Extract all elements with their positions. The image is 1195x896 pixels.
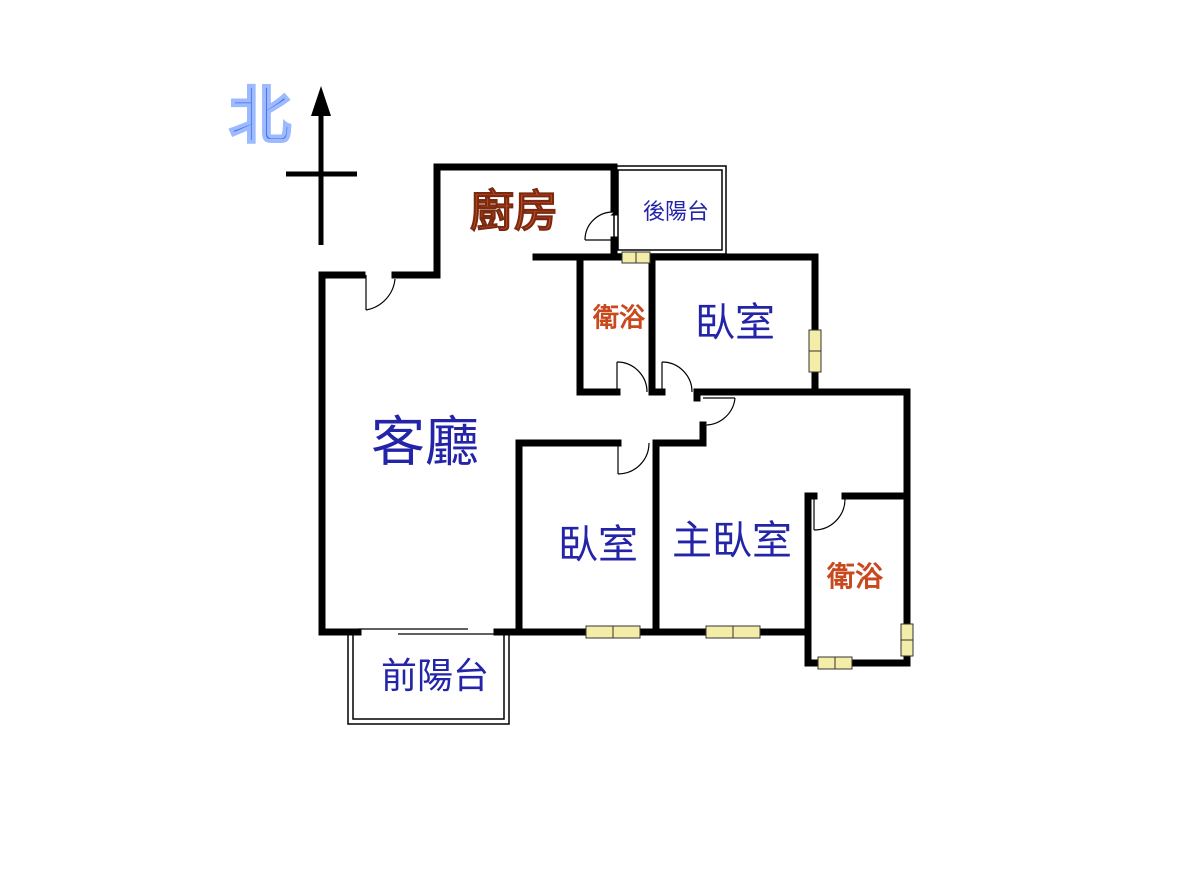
window-bath-2-side (900, 623, 914, 657)
living-entry-door (365, 275, 396, 311)
window-rear-balcony (621, 251, 651, 264)
window-bedroom-2 (585, 625, 641, 639)
master-bedroom-door (703, 397, 736, 426)
window-bedroom-1 (808, 329, 822, 373)
front-balcony-sliding-door (358, 628, 497, 635)
bedroom-2-label: 臥室 (558, 522, 638, 568)
front-balcony-label: 前陽台 (381, 656, 489, 697)
window-bath-2-bottom (817, 656, 853, 670)
rear-balcony-label: 後陽台 (643, 200, 709, 225)
windows (585, 251, 914, 670)
walls (318, 163, 911, 667)
living-room-label: 客廳 (371, 411, 479, 474)
bath-1-door (616, 361, 648, 393)
bedroom-1-door (661, 361, 693, 393)
bedroom-1-label: 臥室 (695, 300, 775, 346)
master-bedroom-label: 主臥室 (672, 518, 792, 564)
bedroom-2-door (617, 442, 650, 475)
bath-2-door (813, 496, 846, 531)
bath-2-label: 衛浴 (826, 560, 884, 593)
window-master-bedroom (705, 625, 761, 639)
north-arrow-icon (286, 86, 357, 245)
north-label: 北 (229, 79, 291, 152)
doors (358, 211, 846, 635)
kitchen-label: 廚房 (470, 186, 558, 237)
bath-1-label: 衛浴 (592, 304, 646, 334)
kitchen-balcony-door (584, 211, 615, 241)
front-balcony-outline (347, 632, 510, 725)
